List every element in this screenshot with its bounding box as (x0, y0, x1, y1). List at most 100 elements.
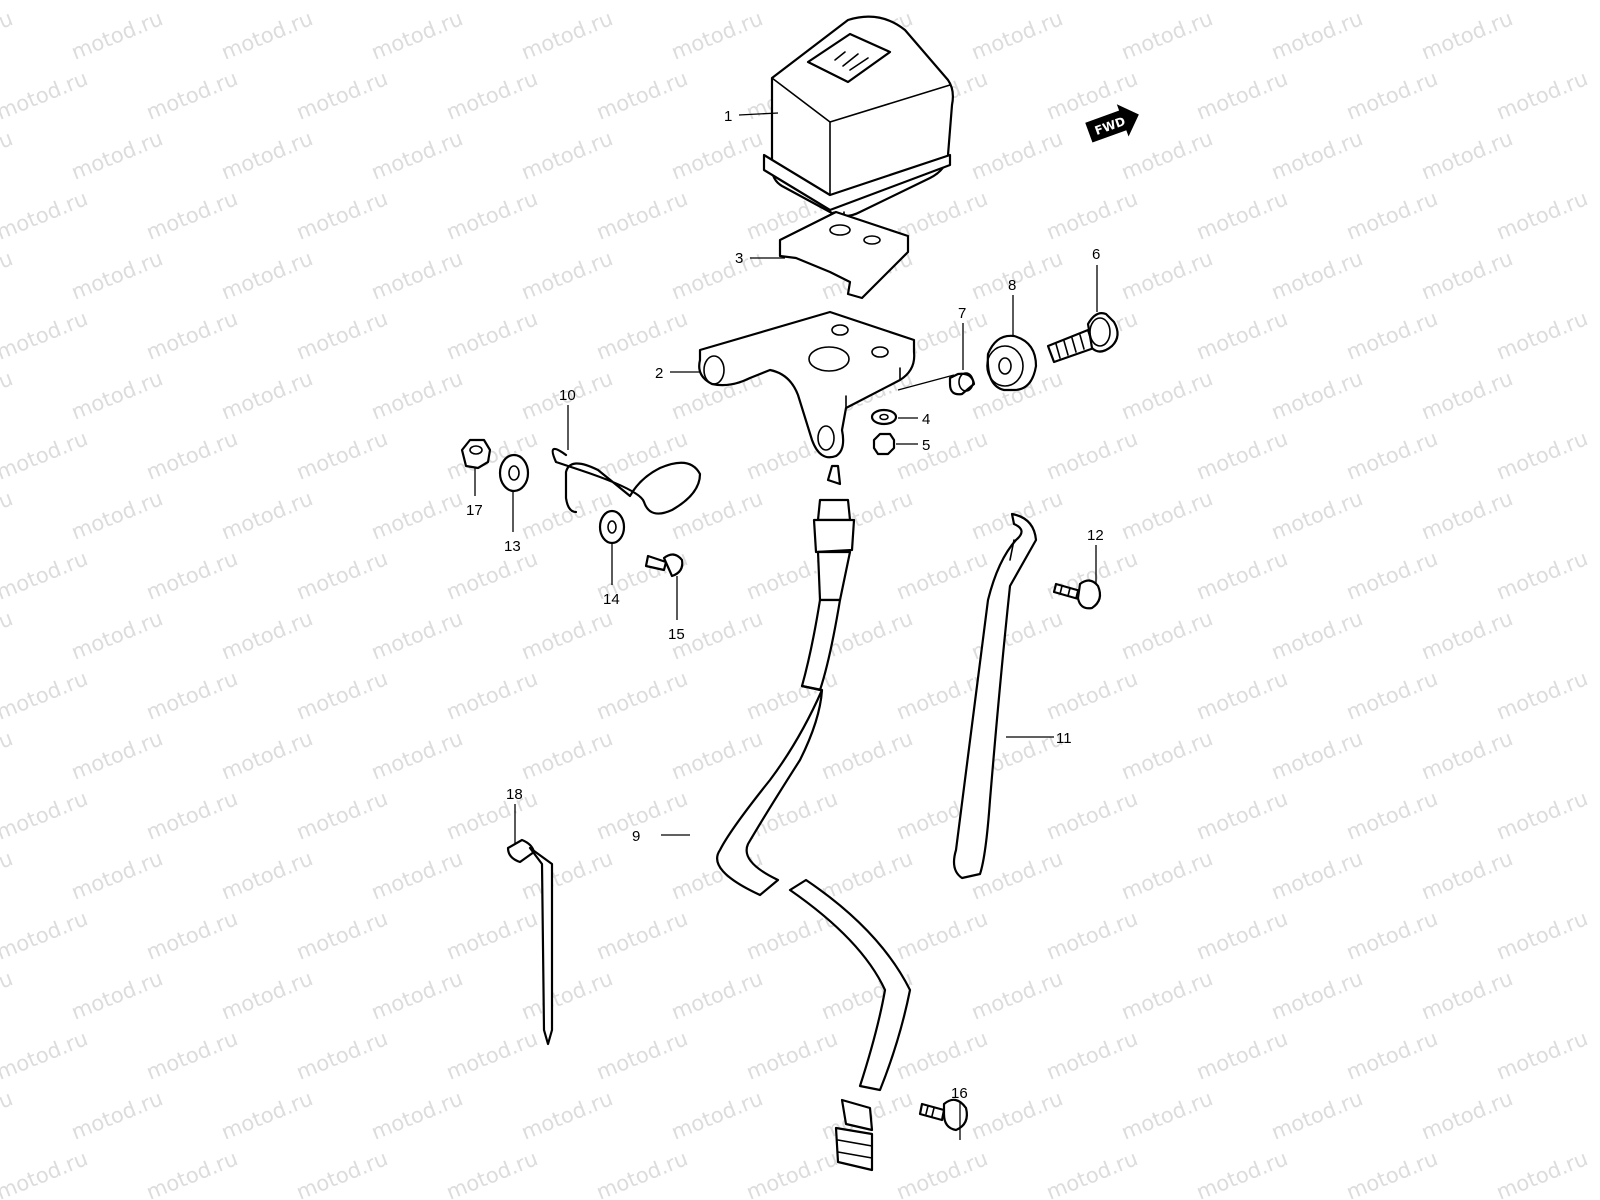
watermark-text: motod.ru (1193, 906, 1291, 964)
watermark-text: motod.ru (1043, 186, 1141, 244)
watermark-text: motod.ru (743, 0, 841, 5)
watermark-text: motod.ru (1268, 606, 1366, 664)
collar-part-7 (948, 372, 976, 396)
watermark-text: motod.ru (968, 6, 1066, 64)
watermark-text: motod.ru (0, 6, 16, 64)
watermark-text: motod.ru (1268, 246, 1366, 304)
watermark-text: motod.ru (518, 6, 616, 64)
watermark-text: motod.ru (143, 786, 241, 844)
watermark-text: motod.ru (1193, 1146, 1291, 1200)
wire-clamp-part-10 (551, 447, 702, 515)
watermark-text: motod.ru (593, 186, 691, 244)
watermark-text: motod.ru (1418, 966, 1516, 1024)
watermark-text: motod.ru (593, 66, 691, 124)
watermark-text: motod.ru (0, 126, 16, 184)
watermark-text: motod.ru (1043, 1146, 1141, 1200)
callout-6: 6 (1092, 246, 1100, 263)
watermark-text: motod.ru (368, 486, 466, 544)
watermark-text: motod.ru (293, 666, 391, 724)
watermark-text: motod.ru (143, 0, 241, 5)
watermark-text: motod.ru (1193, 66, 1291, 124)
watermark-text: motod.ru (443, 306, 541, 364)
mounting-bracket (698, 310, 916, 459)
watermark-text: motod.ru (1343, 666, 1441, 724)
watermark-text: motod.ru (1193, 306, 1291, 364)
watermark-text: motod.ru (218, 966, 316, 1024)
watermark-text: motod.ru (368, 246, 466, 304)
watermark-text: motod.ru (1493, 666, 1591, 724)
watermark-text: motod.ru (668, 6, 766, 64)
watermark-text: motod.ru (968, 1086, 1066, 1144)
watermark-text: motod.ru (1193, 786, 1291, 844)
watermark-text: motod.ru (293, 426, 391, 484)
watermark-text: motod.ru (893, 1146, 991, 1200)
watermark-text: motod.ru (443, 786, 541, 844)
watermark-text: motod.ru (1268, 966, 1366, 1024)
watermark-text: motod.ru (1493, 1146, 1591, 1200)
watermark-text: motod.ru (368, 126, 466, 184)
callout-15: 15 (668, 626, 685, 643)
watermark-text: motod.ru (218, 846, 316, 904)
watermark-text: motod.ru (218, 246, 316, 304)
watermark-text: motod.ru (968, 966, 1066, 1024)
cable-tie-part-18 (506, 838, 554, 1046)
watermark-text: motod.ru (1418, 486, 1516, 544)
watermark-text: motod.ru (1118, 126, 1216, 184)
washer-part-4 (870, 408, 898, 426)
watermark-text: motod.ru (1268, 366, 1366, 424)
watermark-text: motod.ru (1343, 186, 1441, 244)
watermark-text: motod.ru (1043, 666, 1141, 724)
grommet-part-8 (986, 334, 1038, 392)
watermark-text: motod.ru (593, 1026, 691, 1084)
watermark-text: motod.ru (743, 666, 841, 724)
watermark-text: motod.ru (68, 966, 166, 1024)
watermark-text: motod.ru (368, 966, 466, 1024)
watermark-text: motod.ru (0, 906, 91, 964)
callout-11: 11 (1056, 730, 1072, 747)
washer-part-14 (598, 509, 626, 545)
callout-12: 12 (1087, 527, 1104, 544)
watermark-text: motod.ru (518, 966, 616, 1024)
watermark-text: motod.ru (518, 846, 616, 904)
long-clamp-part-11 (952, 512, 1038, 880)
watermark-text: motod.ru (1193, 0, 1291, 5)
callout-16: 16 (951, 1085, 968, 1102)
watermark-text: motod.ru (593, 1146, 691, 1200)
watermark-text: motod.ru (1193, 546, 1291, 604)
watermark-text: motod.ru (1418, 126, 1516, 184)
watermark-text: motod.ru (1418, 846, 1516, 904)
watermark-text: motod.ru (0, 366, 16, 424)
watermark-text: motod.ru (1493, 786, 1591, 844)
watermark-text: motod.ru (0, 1086, 16, 1144)
watermark-text: motod.ru (368, 6, 466, 64)
watermark-text: motod.ru (368, 1086, 466, 1144)
watermark-text: motod.ru (68, 846, 166, 904)
watermark-text: motod.ru (293, 306, 391, 364)
watermark-text: motod.ru (1268, 126, 1366, 184)
watermark-text: motod.ru (893, 426, 991, 484)
watermark-text: motod.ru (293, 66, 391, 124)
watermark-text: motod.ru (443, 186, 541, 244)
watermark-text: motod.ru (0, 246, 16, 304)
watermark-text: motod.ru (143, 1026, 241, 1084)
watermark-text: motod.ru (0, 486, 16, 544)
watermark-text: motod.ru (143, 186, 241, 244)
watermark-text: motod.ru (1343, 1146, 1441, 1200)
watermark-text: motod.ru (1418, 726, 1516, 784)
screw-part-15 (644, 553, 684, 578)
watermark-text: motod.ru (1193, 186, 1291, 244)
watermark-text: motod.ru (1118, 6, 1216, 64)
watermark-text: motod.ru (1343, 546, 1441, 604)
watermark-text: motod.ru (1118, 366, 1216, 424)
watermark-text: motod.ru (218, 366, 316, 424)
callout-labels: 1 2 3 4 5 6 7 8 9 10 11 12 13 14 15 16 1… (466, 108, 1104, 1102)
callout-10: 10 (559, 387, 576, 404)
watermark-text: motod.ru (0, 786, 91, 844)
watermark-text: motod.ru (743, 1146, 841, 1200)
watermark-text: motod.ru (668, 1086, 766, 1144)
bolt-part-12 (1052, 579, 1102, 610)
watermark-text: motod.ru (1343, 1026, 1441, 1084)
cdi-unit-box (762, 15, 954, 233)
watermark-text: motod.ru (1418, 366, 1516, 424)
